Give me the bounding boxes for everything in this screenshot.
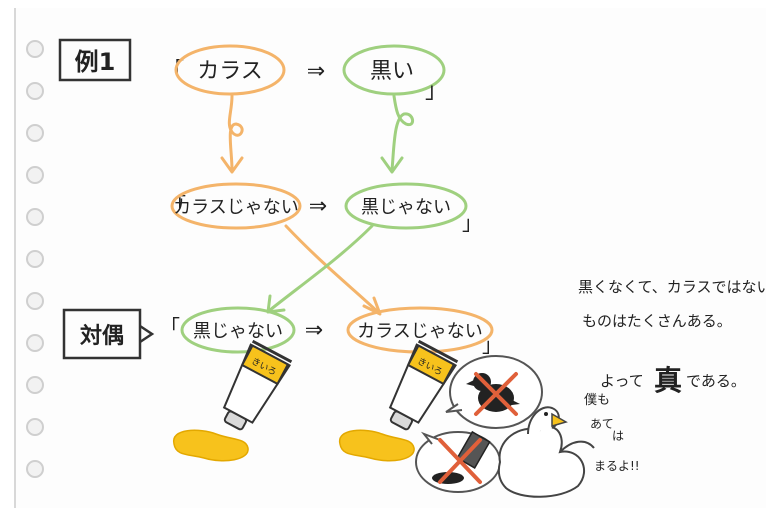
- arrow-green-cross: [268, 224, 374, 312]
- bracket-close: 」: [462, 211, 482, 235]
- bracket-open: 「: [166, 193, 186, 217]
- swan-character: [497, 406, 595, 498]
- bracket-close: 」: [482, 333, 502, 357]
- row3-right: カラスじゃない: [357, 321, 483, 342]
- arrow-orange-down: [227, 94, 244, 172]
- binder-hole: [26, 82, 44, 100]
- pair-label-box: [62, 308, 142, 360]
- row2-right: 黒じゃない: [361, 197, 451, 218]
- binder-hole: [26, 40, 44, 58]
- bubble-black-crow: [445, 355, 543, 429]
- pair-label-pointer: [139, 324, 155, 344]
- binder-hole: [26, 124, 44, 142]
- note-line-1: 黒くなくて、カラスではない: [578, 278, 766, 296]
- binder-hole: [26, 250, 44, 268]
- arrowhead-orange-down: [220, 156, 244, 174]
- note-line-2: ものはたくさんある。: [582, 312, 732, 330]
- note-true: 真: [654, 364, 682, 397]
- oval-black: [342, 44, 446, 96]
- binder-hole: [26, 418, 44, 436]
- arrow-orange-cross: [284, 224, 380, 314]
- swan-voice-4: まるよ!!: [594, 459, 640, 473]
- row2-arrow: ⇒: [309, 194, 327, 219]
- row2-left: カラスじゃない: [173, 197, 299, 218]
- arrow-green-down: [390, 94, 414, 172]
- note-end: である。: [686, 372, 746, 390]
- row1-right: 黒い: [370, 59, 414, 84]
- notebook-page: [14, 8, 766, 508]
- oval-not-black-2: [180, 306, 296, 354]
- row1-arrow: ⇒: [307, 59, 325, 84]
- example-label-box: [58, 38, 132, 82]
- note-conclusion: よって: [600, 372, 644, 390]
- oval-not-crow: [170, 182, 302, 230]
- cross-mark-icon: [474, 372, 518, 416]
- example-label: 例1: [75, 48, 116, 76]
- swan-voice-2: あて: [590, 417, 614, 431]
- row1-left: カラス: [197, 59, 263, 84]
- arrowhead-orange-cross: [362, 296, 382, 316]
- bracket-close: 」: [425, 79, 447, 104]
- binder-hole: [26, 292, 44, 310]
- swan-voice-3: は: [612, 429, 624, 443]
- yellow-paint-tube-left: きいろ: [173, 339, 293, 462]
- binder-hole: [26, 166, 44, 184]
- oval-crow: [174, 44, 286, 96]
- cross-mark-icon: [438, 438, 482, 484]
- binder-hole: [26, 334, 44, 352]
- binder-hole: [26, 376, 44, 394]
- oval-not-black: [344, 182, 468, 230]
- binder-hole: [26, 460, 44, 478]
- row3-left: 黒じゃない: [193, 321, 283, 342]
- row3-arrow: ⇒: [305, 318, 323, 343]
- yellow-paint-tube-right: きいろ: [339, 339, 459, 462]
- swan-voice-1: 僕も: [584, 393, 610, 408]
- pair-label: 対偶: [80, 324, 124, 349]
- bubble-paint-tube: [415, 430, 501, 493]
- arrowhead-green-down: [380, 156, 404, 174]
- binder-hole: [26, 208, 44, 226]
- bracket-open: 「: [160, 315, 180, 339]
